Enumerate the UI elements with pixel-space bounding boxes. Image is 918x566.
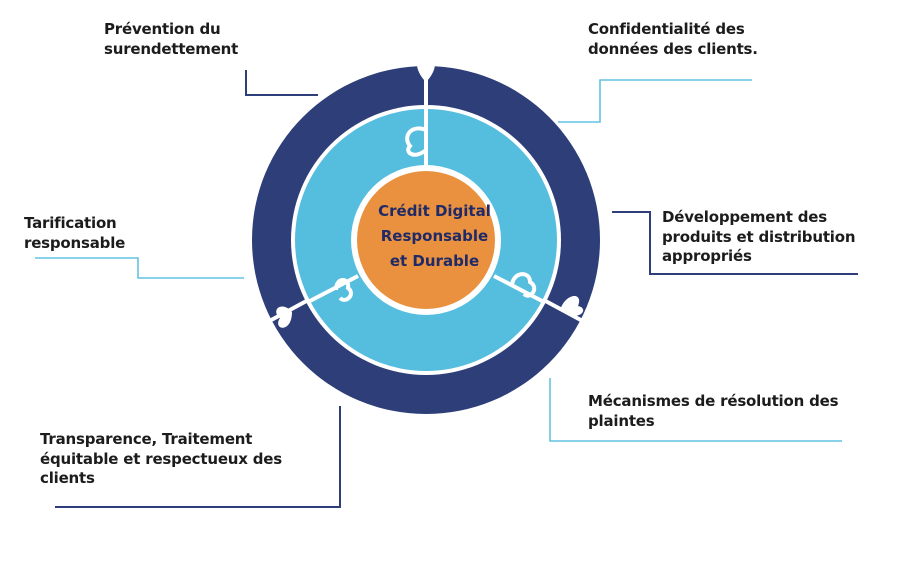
puzzle-tab-outer-left bbox=[276, 306, 292, 328]
puzzle-tab-inner-left bbox=[334, 278, 353, 302]
center-circle bbox=[357, 171, 495, 309]
label-transparence-line-1: Transparence, Traitement bbox=[40, 430, 253, 448]
inner-separator-right bbox=[493, 274, 545, 304]
label-confidentialite-line-2: données des clients. bbox=[588, 39, 758, 58]
puzzle-tab-inner-right bbox=[510, 272, 537, 298]
label-developpement-line-2: produits et distribution bbox=[662, 227, 856, 246]
leader-line-surendettement bbox=[245, 70, 318, 96]
label-developpement-line-3: appropriés bbox=[662, 247, 752, 265]
label-tarification-line-1: Tarification bbox=[24, 214, 117, 232]
leader-line-mecanismes bbox=[549, 378, 842, 442]
label-transparence-line-2: équitable et respectueux des bbox=[40, 449, 283, 468]
label-transparence: Transparence, Traitement équitable et re… bbox=[40, 430, 282, 489]
label-developpement: Développement des produits et distributi… bbox=[662, 208, 856, 267]
label-confidentialite-line-1: Confidentialité des bbox=[588, 20, 745, 38]
leader-line-confidentialite bbox=[558, 79, 752, 123]
label-surendettement-line-2: surendettement bbox=[104, 39, 239, 58]
center-title: Crédit Digital Responsable et Durable bbox=[362, 199, 507, 275]
label-surendettement: Prévention du surendettement bbox=[104, 20, 238, 59]
label-developpement-line-1: Développement des bbox=[662, 208, 827, 226]
puzzle-tab-outer-top bbox=[417, 58, 435, 82]
center-title-line-1: Crédit Digital bbox=[378, 202, 491, 220]
leader-line-tarification bbox=[35, 257, 244, 279]
center-title-line-3: et Durable bbox=[389, 252, 480, 271]
puzzle-tab-outer-right bbox=[560, 295, 584, 316]
inner-separator-left bbox=[307, 274, 359, 304]
label-mecanismes-line-2: plaintes bbox=[588, 411, 655, 430]
label-surendettement-line-1: Prévention du bbox=[104, 20, 221, 38]
label-transparence-line-3: clients bbox=[40, 469, 95, 487]
label-tarification: Tarification responsable bbox=[24, 214, 125, 253]
label-mecanismes-line-1: Mécanismes de résolution des bbox=[588, 392, 839, 410]
leader-line-transparence bbox=[55, 406, 341, 508]
label-tarification-line-2: responsable bbox=[24, 233, 126, 252]
center-title-line-2: Responsable bbox=[380, 227, 489, 246]
leader-line-developpement bbox=[612, 211, 858, 275]
label-mecanismes: Mécanismes de résolution des plaintes bbox=[588, 392, 839, 431]
label-confidentialite: Confidentialité des données des clients. bbox=[588, 20, 758, 59]
puzzle-tab-inner-top bbox=[405, 126, 428, 157]
